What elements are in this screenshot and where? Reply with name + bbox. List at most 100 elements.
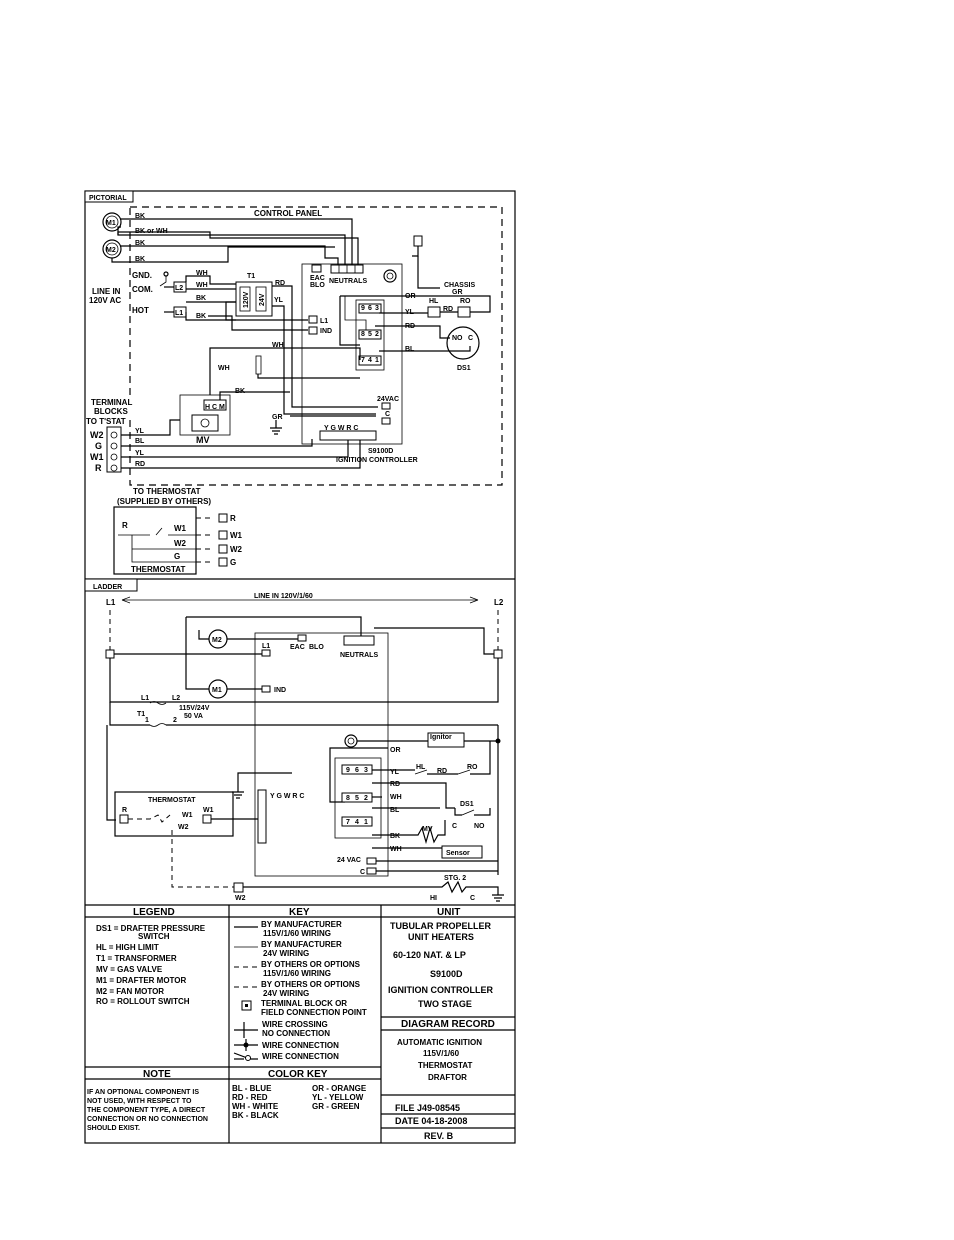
svg-text:R: R — [122, 807, 127, 814]
svg-text:R: R — [230, 514, 236, 523]
svg-text:W1: W1 — [230, 531, 243, 540]
svg-text:HL = HIGH LIMIT: HL = HIGH LIMIT — [96, 943, 159, 952]
svg-text:TWO STAGE: TWO STAGE — [418, 999, 472, 1009]
svg-text:2: 2 — [364, 795, 368, 802]
svg-text:CHASSIS: CHASSIS — [444, 282, 475, 289]
svg-text:EAC: EAC — [290, 644, 305, 651]
svg-text:WIRE CONNECTION: WIRE CONNECTION — [262, 1052, 339, 1061]
svg-text:4: 4 — [368, 357, 372, 364]
svg-text:115V/1/60 WIRING: 115V/1/60 WIRING — [263, 969, 331, 978]
svg-text:S9100D: S9100D — [368, 448, 393, 455]
svg-text:YL: YL — [390, 769, 400, 776]
ladder-section: LADDER L1 L2 LINE IN 120V/1/60 M2 EAC BL… — [84, 578, 504, 902]
svg-text:HI: HI — [430, 895, 437, 902]
svg-text:NO: NO — [452, 335, 463, 342]
svg-text:G: G — [230, 558, 236, 567]
thermostat-box — [113, 506, 197, 575]
ignitor — [427, 732, 465, 748]
svg-text:WH: WH — [272, 342, 284, 349]
svg-text:T1 = TRANSFORMER: T1 = TRANSFORMER — [96, 954, 177, 963]
svg-text:6: 6 — [355, 767, 359, 774]
svg-text:R: R — [122, 521, 128, 530]
svg-text:RD: RD — [443, 306, 453, 313]
svg-text:BK: BK — [196, 295, 206, 302]
svg-text:W2: W2 — [174, 539, 187, 548]
revision: REV. B — [424, 1131, 454, 1141]
svg-text:TO T'STAT: TO T'STAT — [86, 417, 126, 426]
svg-text:Y G W R C: Y G W R C — [324, 425, 358, 432]
m1-motor-icon — [102, 212, 122, 232]
svg-text:M2: M2 — [106, 247, 116, 254]
svg-text:EAC: EAC — [310, 275, 325, 282]
svg-text:(SUPPLIED BY OTHERS): (SUPPLIED BY OTHERS) — [117, 497, 211, 506]
svg-text:C: C — [452, 823, 457, 830]
svg-text:RO: RO — [467, 764, 478, 771]
svg-text:RD: RD — [405, 323, 415, 330]
svg-text:L1: L1 — [106, 598, 116, 607]
svg-text:8: 8 — [361, 331, 365, 338]
terminal-block — [106, 426, 122, 473]
svg-text:BY MANUFACTURER: BY MANUFACTURER — [261, 920, 342, 929]
svg-text:YL: YL — [274, 297, 284, 304]
ds1-pressure-switch-icon — [446, 326, 480, 360]
file-date: DATE 04-18-2008 — [395, 1116, 467, 1126]
svg-text:NO: NO — [474, 823, 485, 830]
svg-text:2: 2 — [375, 331, 379, 338]
svg-text:8: 8 — [346, 795, 350, 802]
svg-text:24V: 24V — [259, 293, 266, 306]
svg-text:W2: W2 — [178, 824, 189, 831]
svg-text:9: 9 — [346, 767, 350, 774]
svg-text:3: 3 — [364, 767, 368, 774]
svg-text:T1: T1 — [247, 273, 255, 280]
svg-text:HOT: HOT — [132, 306, 149, 315]
legend-header: LEGEND — [133, 907, 175, 918]
svg-text:THERMOSTAT: THERMOSTAT — [418, 1061, 472, 1070]
svg-text:FIELD CONNECTION POINT: FIELD CONNECTION POINT — [261, 1008, 367, 1017]
svg-text:TERMINAL: TERMINAL — [91, 398, 132, 407]
svg-text:IGNITION CONTROLLER: IGNITION CONTROLLER — [388, 985, 493, 995]
svg-text:DS1: DS1 — [460, 801, 474, 808]
color-key-header: COLOR KEY — [268, 1069, 328, 1080]
svg-text:LINE IN 120V/1/60: LINE IN 120V/1/60 — [254, 593, 313, 600]
svg-text:24 VAC: 24 VAC — [337, 857, 361, 864]
svg-text:S9100D: S9100D — [430, 969, 463, 979]
svg-text:RO: RO — [460, 298, 471, 305]
svg-text:NEUTRALS: NEUTRALS — [340, 652, 378, 659]
svg-text:L2: L2 — [494, 598, 504, 607]
svg-text:YL: YL — [135, 450, 145, 457]
svg-text:GR: GR — [272, 414, 283, 421]
unit-header: UNIT — [437, 907, 460, 918]
svg-text:IF AN OPTIONAL COMPONENT IS: IF AN OPTIONAL COMPONENT IS — [87, 1089, 199, 1096]
svg-text:L2: L2 — [175, 285, 183, 292]
svg-text:1: 1 — [145, 717, 149, 724]
pictorial-section: PICTORIAL CONTROL PANEL M1 M2 BK BK or W… — [84, 190, 503, 575]
controller-terminals — [319, 430, 377, 441]
svg-text:G: G — [95, 441, 102, 451]
svg-text:115V/24V: 115V/24V — [179, 705, 210, 712]
svg-text:BL: BL — [135, 438, 145, 445]
svg-text:C: C — [470, 895, 475, 902]
svg-text:YL - YELLOW: YL - YELLOW — [312, 1093, 364, 1102]
svg-text:M2 = FAN MOTOR: M2 = FAN MOTOR — [96, 987, 164, 996]
svg-text:M1: M1 — [212, 687, 222, 694]
svg-text:W1: W1 — [203, 807, 214, 814]
svg-text:BLO: BLO — [310, 282, 325, 289]
svg-text:50 VA: 50 VA — [184, 713, 203, 720]
pictorial-label: PICTORIAL — [89, 195, 127, 202]
svg-text:OR: OR — [405, 293, 416, 300]
svg-text:BK: BK — [135, 213, 145, 220]
svg-text:1: 1 — [375, 357, 379, 364]
svg-text:L1: L1 — [175, 310, 183, 317]
svg-text:W2: W2 — [90, 430, 104, 440]
svg-text:BK: BK — [390, 833, 400, 840]
svg-text:T1: T1 — [137, 711, 145, 718]
svg-text:GR - GREEN: GR - GREEN — [312, 1102, 360, 1111]
mv-terminal — [203, 399, 227, 411]
svg-text:BK: BK — [135, 240, 145, 247]
svg-text:WIRE CONNECTION: WIRE CONNECTION — [262, 1041, 339, 1050]
svg-text:BL: BL — [405, 346, 415, 353]
svg-text:G: G — [174, 552, 180, 561]
svg-text:NEUTRALS: NEUTRALS — [329, 278, 367, 285]
svg-text:BK: BK — [135, 256, 145, 263]
svg-text:W1: W1 — [182, 812, 193, 819]
